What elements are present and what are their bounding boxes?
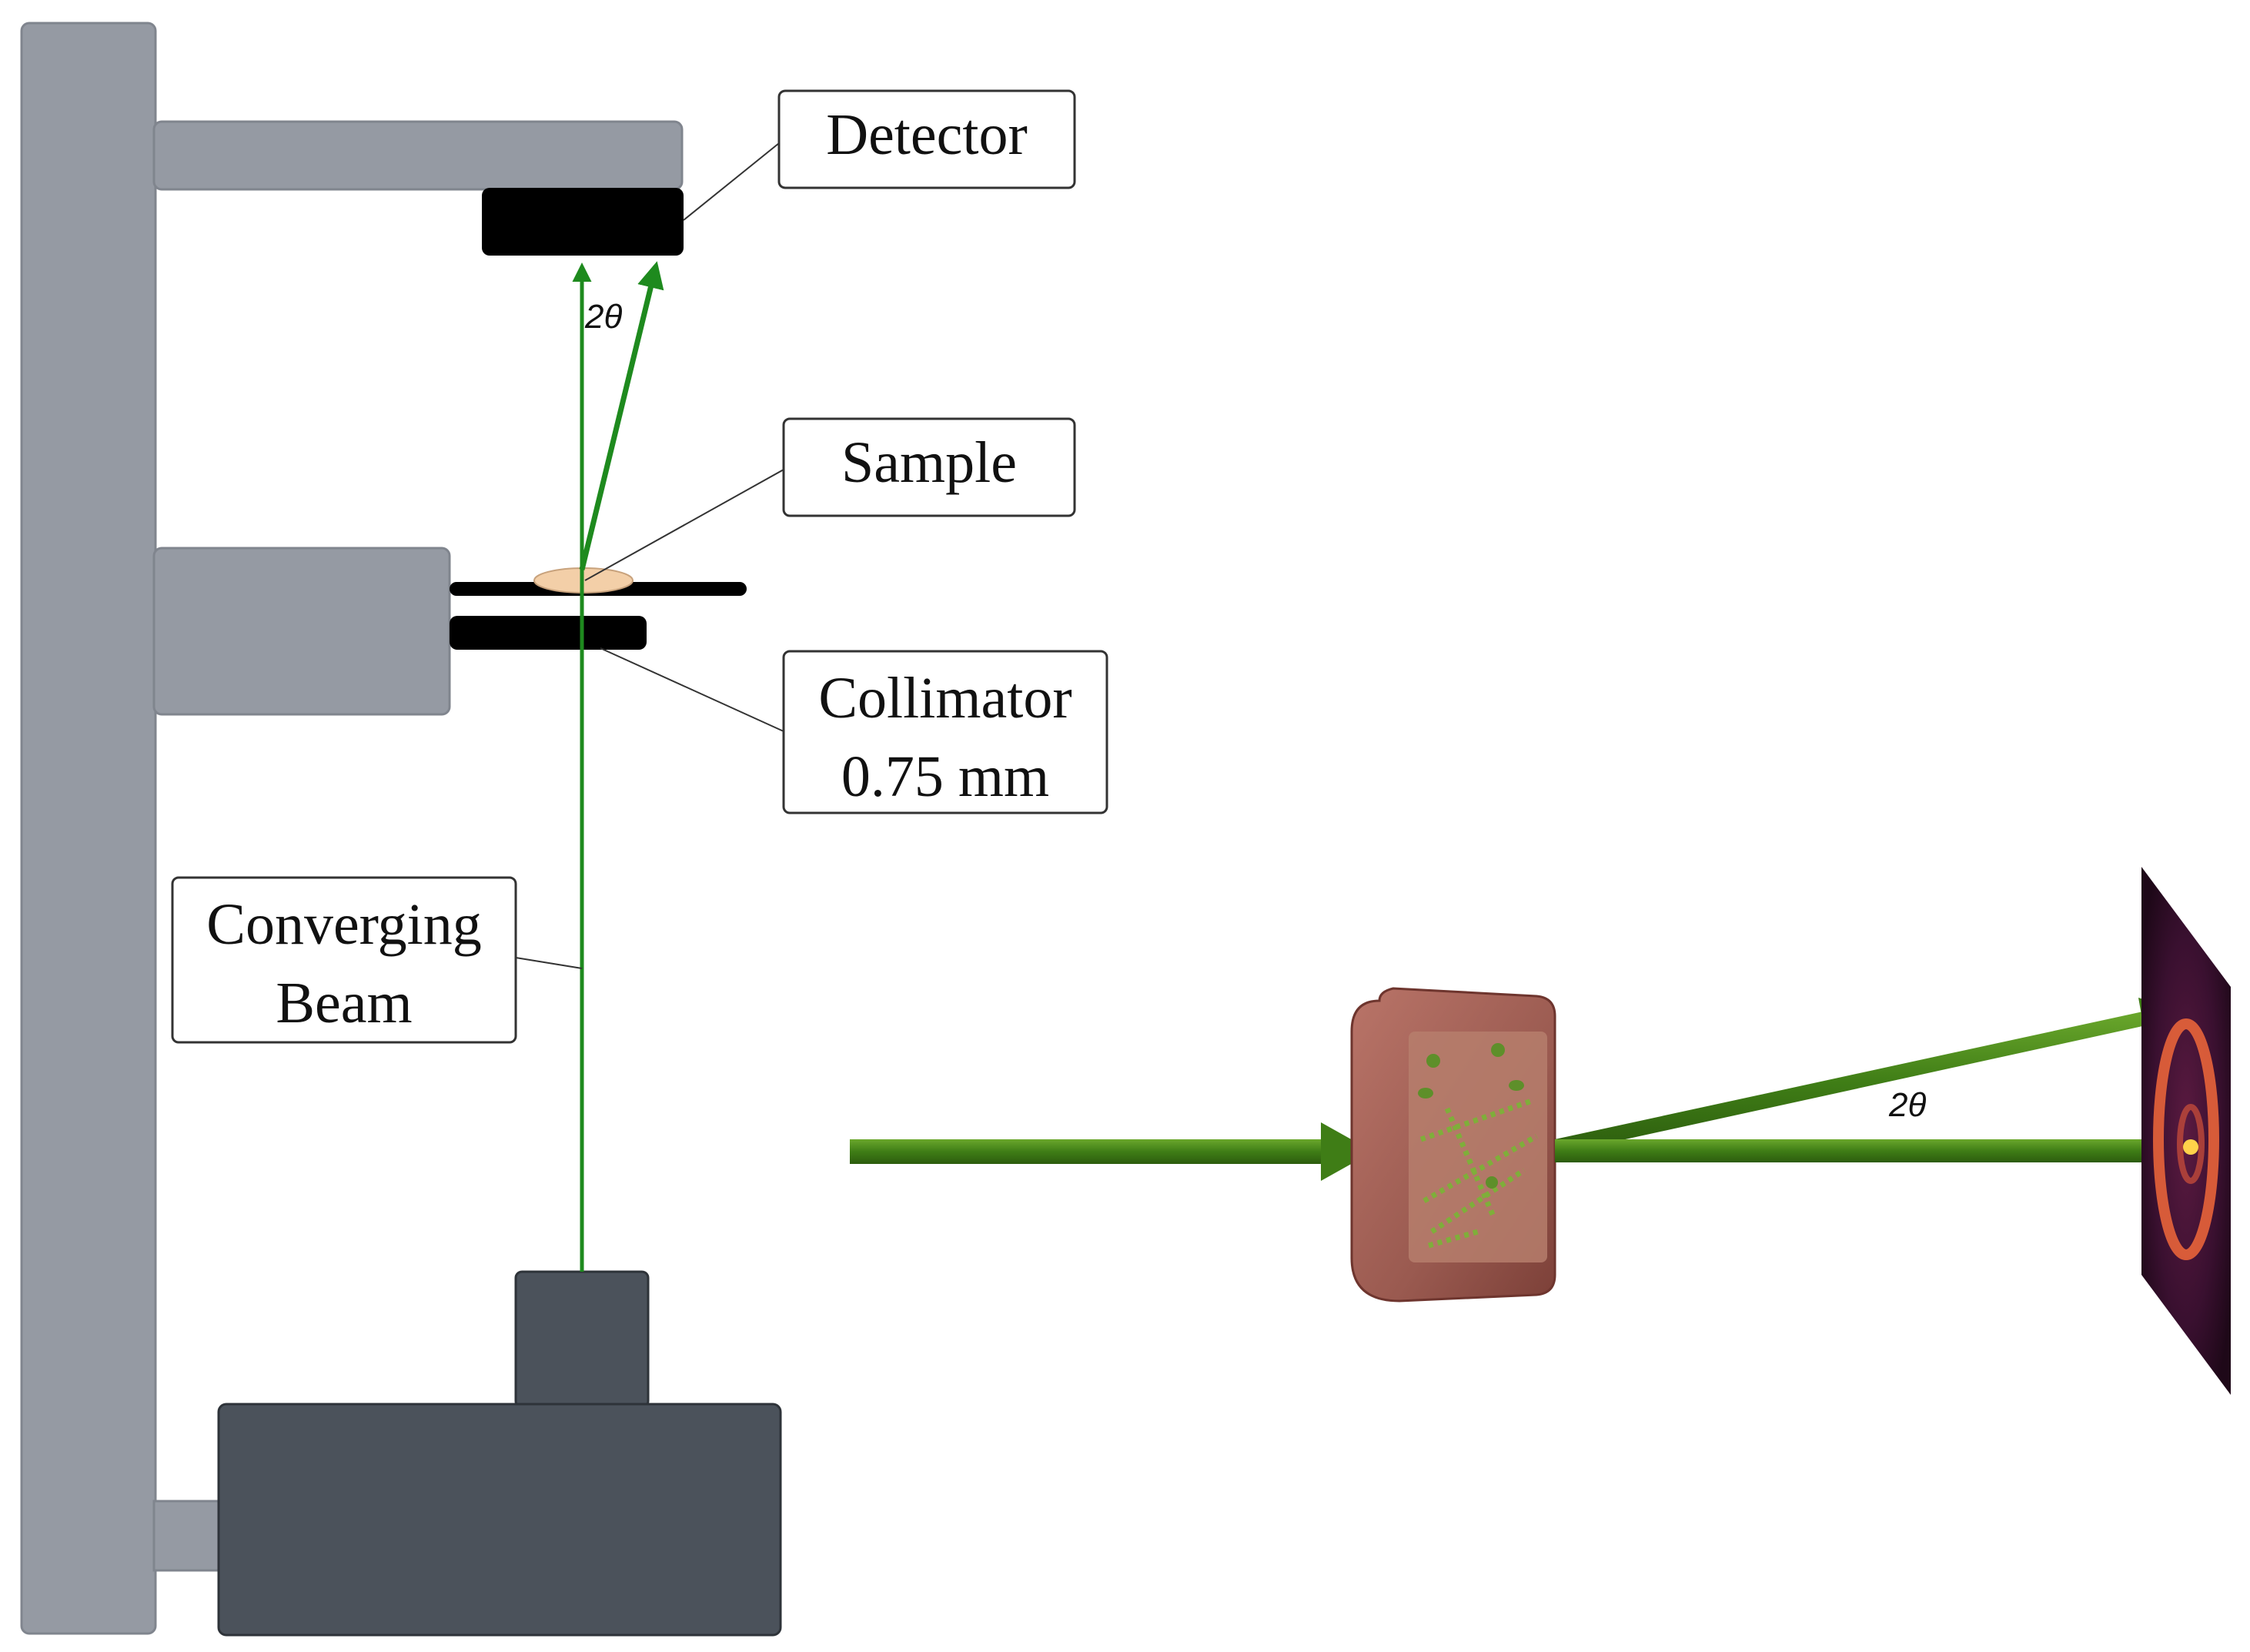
xray-source [217,1403,782,1637]
detector-screen-3d [2141,867,2231,1395]
label-detector-box [777,89,1076,189]
label-beam-box [171,876,517,1044]
collimator [450,616,647,650]
incoming-beam-shaft [850,1139,1327,1164]
leader-detector [683,142,780,221]
diffracted-beams-3d [1555,998,2195,1178]
label-collimator-box [782,650,1108,814]
label-beam-line1: Converging [206,892,481,957]
label-collimator-line2: 0.75 mm [841,744,1049,809]
incoming-beam-3d [850,1122,1373,1181]
leader-sample [584,469,784,581]
label-sample: Sample [782,417,1076,517]
direct-beam-3d [1555,1139,2151,1162]
sample-stage-block [152,547,451,716]
source-nozzle [514,1270,650,1409]
angle-label-right: 2θ [1888,1086,1926,1124]
label-sample-text: Sample [841,430,1017,495]
vertical-post [20,22,157,1635]
diffraction-ring [2153,1018,2219,1260]
label-collimator-line1: Collimator [818,666,1072,731]
beam-spot [2183,1139,2198,1155]
detector-arm [152,120,684,191]
fiber-pattern [1419,1098,1538,1249]
diffraction-ring-inner [2177,1104,2205,1184]
label-beam-line2: Beam [276,971,412,1035]
instrument-frame [20,22,684,1635]
label-detector: Detector [777,89,1076,189]
screen-plane [2141,867,2231,1395]
detector [482,188,684,256]
molecule-marks [1418,1043,1524,1189]
angle-label-left: 2θ [584,298,622,336]
label-sample-box [782,417,1076,517]
leader-beam [515,957,583,969]
label-converging-beam: Converging Beam [171,876,517,1044]
leader-lines [515,142,784,969]
leader-collimator [600,647,784,732]
incoming-beam-arrowhead [1321,1122,1373,1181]
diffracted-beam-upper [1555,1012,2146,1155]
diffracted-beam-arrow [579,261,664,570]
label-collimator: Collimator 0.75 mm [782,650,1108,814]
label-detector-text: Detector [826,102,1028,167]
sample-block-3d [1350,987,1556,1303]
source-arm [152,1500,225,1572]
